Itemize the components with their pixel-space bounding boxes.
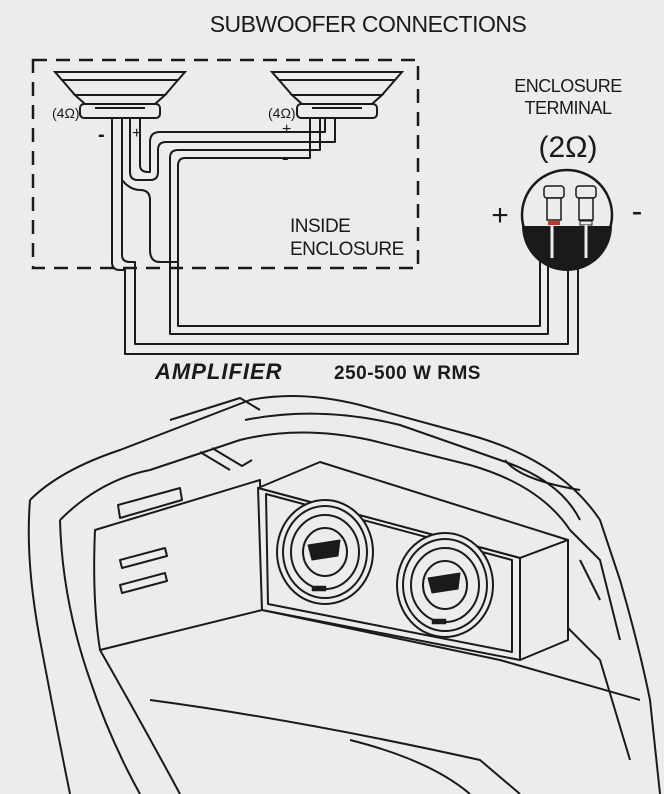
left-subwoofer-driver-icon [52, 71, 188, 119]
enclosure-terminal-negative: - [632, 193, 643, 229]
amplifier-label: AMPLIFIER [154, 359, 283, 384]
enclosure-terminal-impedance: (2Ω) [538, 131, 597, 164]
car-trunk-illustration [27, 395, 661, 794]
right-sub-positive: + [282, 121, 291, 138]
right-subwoofer-driver-icon [269, 71, 405, 119]
right-sub-impedance: (4Ω) [268, 105, 296, 121]
enclosure-terminal-label-line2: TERMINAL [524, 98, 612, 118]
left-sub-positive: + [132, 125, 141, 142]
left-sub-negative: - [98, 124, 105, 146]
box-left-driver-icon [276, 499, 374, 605]
speaker-wires [111, 118, 579, 355]
amplifier-rating: 250-500 W RMS [334, 363, 481, 384]
inside-enclosure-label-line1: INSIDE [290, 216, 350, 237]
enclosure-terminal-positive: + [491, 199, 509, 232]
inside-enclosure-boundary [31, 58, 420, 270]
diagram-title: SUBWOOFER CONNECTIONS [210, 11, 527, 37]
box-right-driver-icon [396, 532, 494, 638]
terminal-cup-icon [520, 168, 614, 271]
subwoofer-box-icon [257, 461, 569, 661]
left-sub-impedance: (4Ω) [52, 105, 80, 121]
enclosure-terminal-label-line1: ENCLOSURE [514, 76, 622, 96]
inside-enclosure-label-line2: ENCLOSURE [290, 239, 404, 260]
